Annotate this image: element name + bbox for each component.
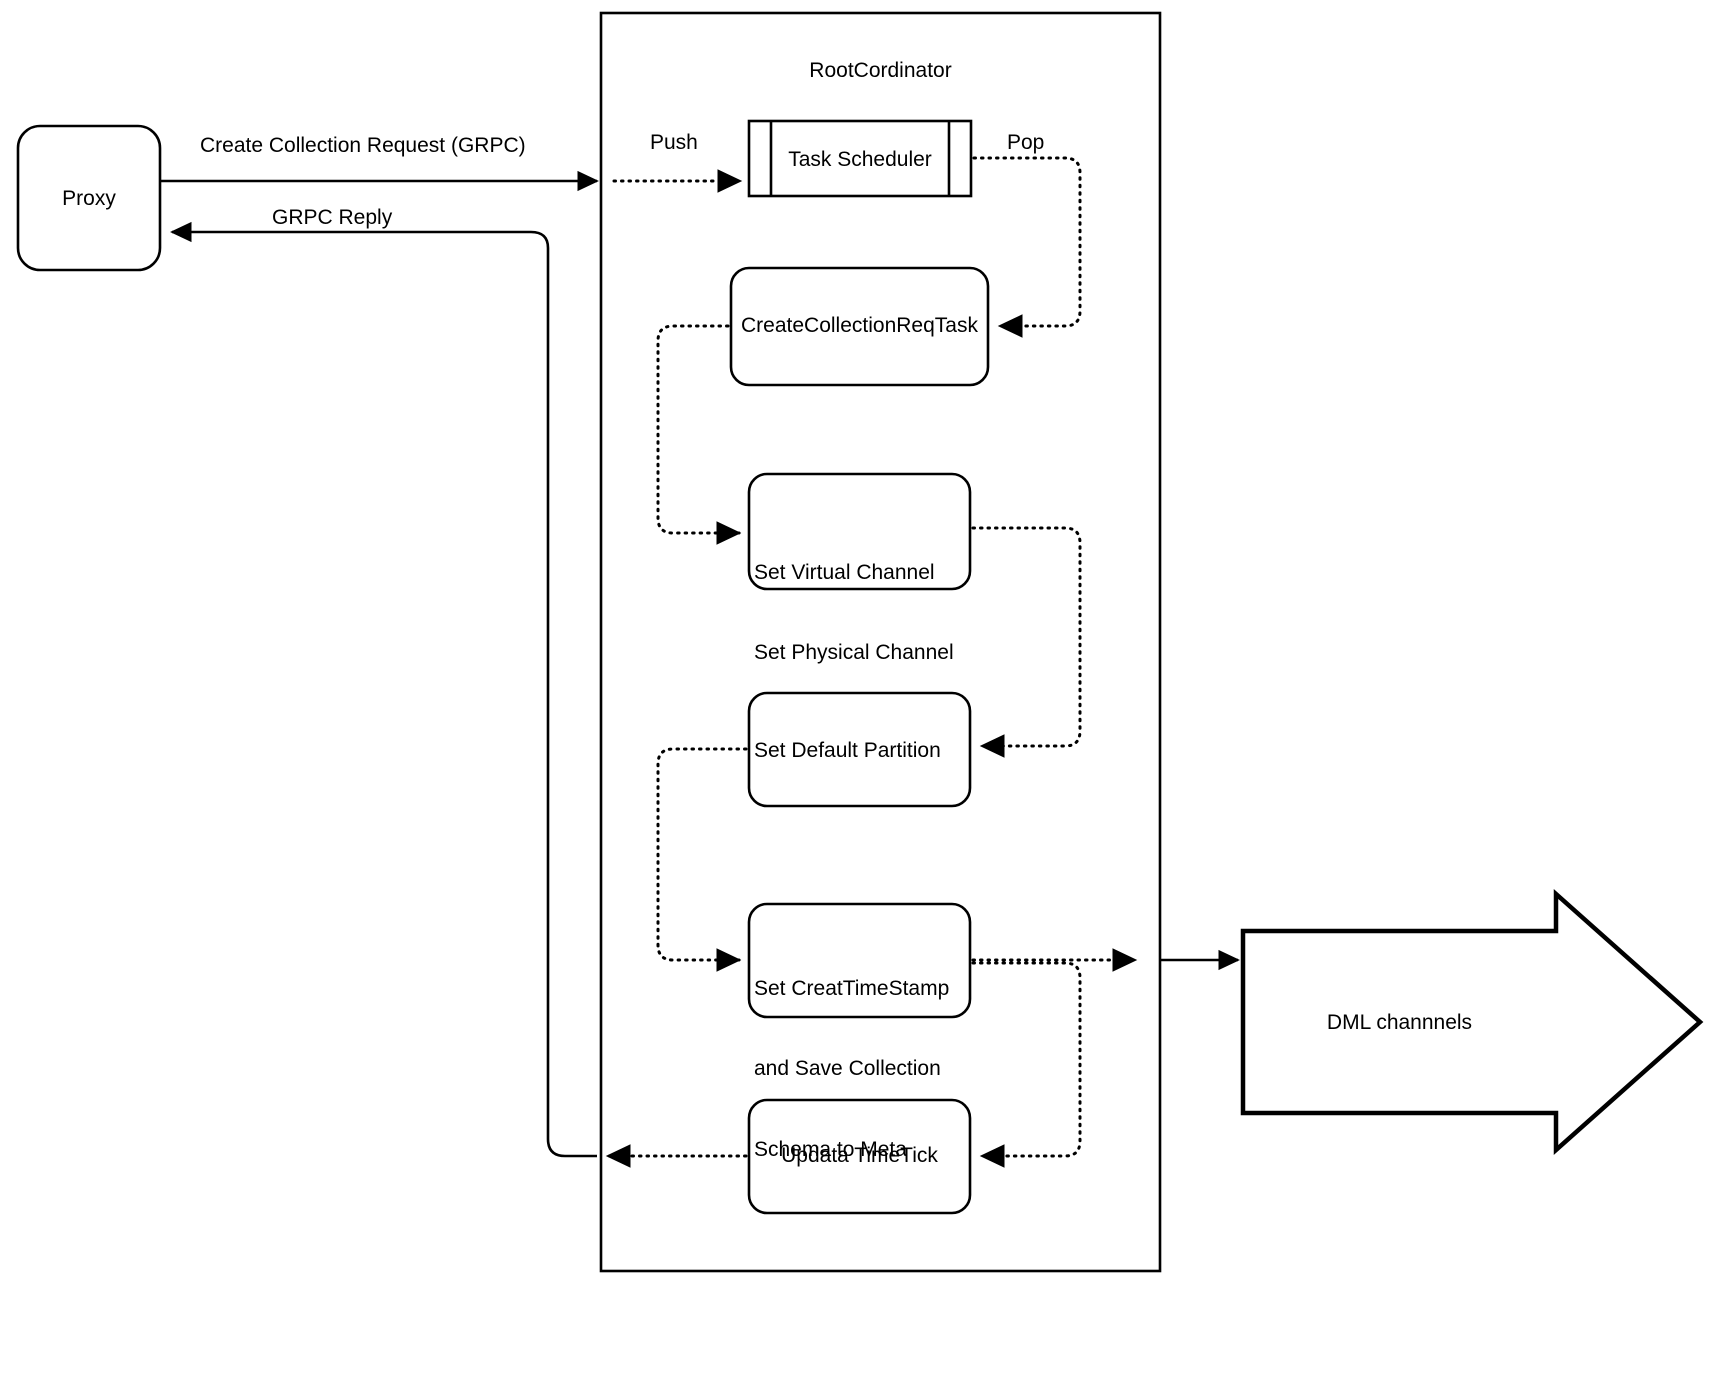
rootcoordinator-title: RootCordinator <box>809 59 952 82</box>
edge-label-grpc-reply: GRPC Reply <box>272 206 393 229</box>
rootcoordinator-container <box>599 11 1162 1273</box>
create-collection-req-task-node-shape[interactable] <box>729 266 990 387</box>
edge-createcollectionreqtask-to-setchannels <box>656 324 742 545</box>
edge-pop-task-to-createcollectionreqtask <box>972 156 1082 338</box>
edge-label-create-collection-request: Create Collection Request (GRPC) <box>200 134 526 157</box>
set-timestamp-node-shape[interactable] <box>747 902 972 1019</box>
set-timestamp-line-2: and Save Collection <box>754 1057 941 1081</box>
dml-channels-arrow-shape[interactable] <box>1240 888 1704 1156</box>
set-channels-node-label: Set Virtual Channel Set Physical Channel <box>754 506 994 721</box>
proxy-node-shape[interactable] <box>16 124 162 272</box>
edge-label-push: Push <box>650 131 698 154</box>
set-default-partition-node-shape[interactable] <box>747 691 972 808</box>
edge-grpc-reply <box>170 221 597 1158</box>
update-timetick-node-label: Updata TimeTick <box>781 1144 938 1167</box>
set-channels-line-2: Set Physical Channel <box>754 641 954 665</box>
proxy-node-label: Proxy <box>62 187 116 210</box>
create-collection-req-task-node-label: CreateCollectionReqTask <box>741 314 978 337</box>
set-timestamp-line-3: Schema to Meta <box>754 1138 907 1161</box>
task-scheduler-node-label: Task Scheduler <box>788 148 932 171</box>
edge-settimestamp-to-updatetimetick <box>971 961 1082 1168</box>
set-default-partition-node-label: Set Default Partition <box>754 739 941 762</box>
set-timestamp-node-label: Set CreatTimeStamp and Save Collection S… <box>754 922 984 1218</box>
set-channels-node-shape[interactable] <box>747 472 972 591</box>
dml-channels-label: DML channnels <box>1326 1011 1473 1034</box>
set-timestamp-line-1: Set CreatTimeStamp <box>754 976 950 1000</box>
edge-setdefaultpartition-to-settimestamp <box>656 747 748 972</box>
update-timetick-node-shape[interactable] <box>747 1098 972 1215</box>
set-channels-line-1: Set Virtual Channel <box>754 560 935 584</box>
task-scheduler-node-shape[interactable] <box>747 119 973 198</box>
edge-setchannels-to-setdefaultpartition <box>971 526 1082 758</box>
edge-label-pop: Pop <box>1007 131 1045 154</box>
